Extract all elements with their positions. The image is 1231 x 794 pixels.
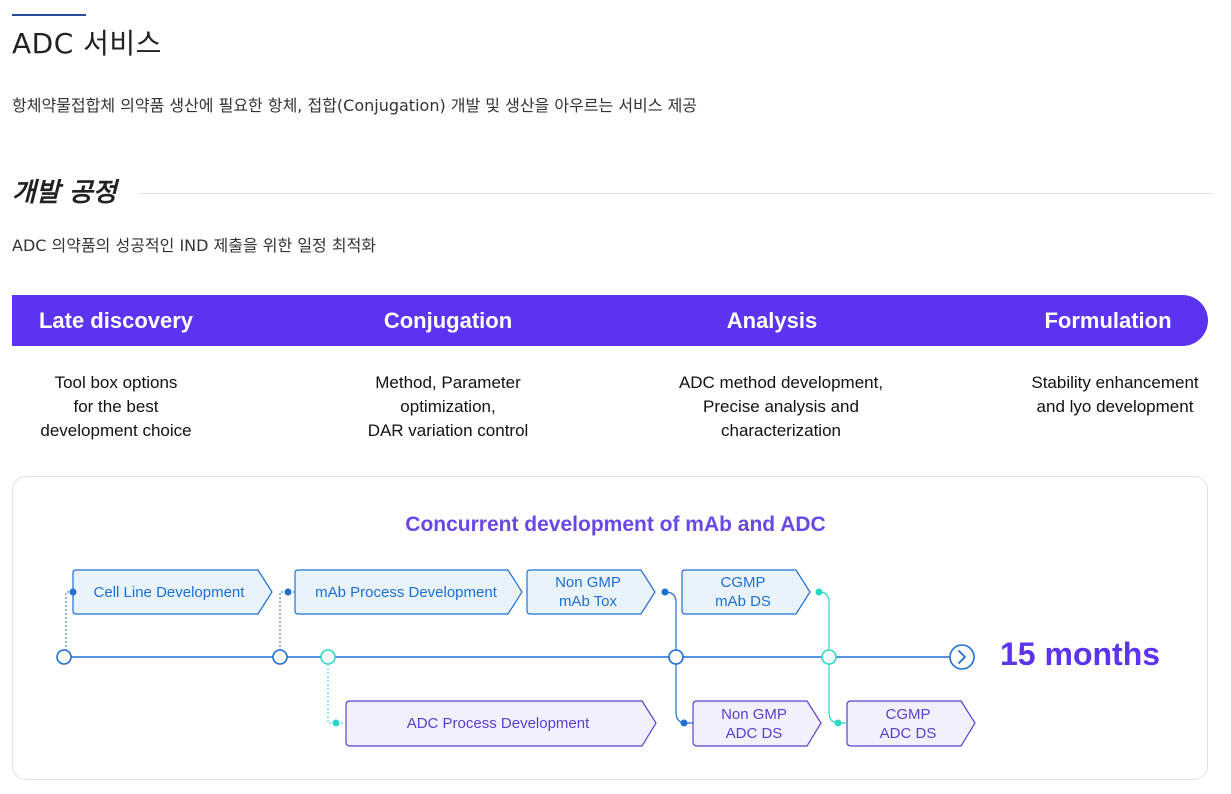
connector-dot — [69, 588, 77, 596]
timeline-node — [668, 649, 684, 665]
mab-step-shape — [681, 569, 811, 615]
connector-cell-line — [65, 591, 73, 650]
phase-label-conjugation: Conjugation — [383, 308, 513, 333]
section-title: 개발 공정 — [12, 178, 117, 208]
phase-label-late-discovery: Late discovery — [38, 308, 194, 333]
page-title: ADC 서비스 — [12, 27, 162, 60]
mab-step-process: mAb Process Development — [315, 583, 497, 601]
phase-label-analysis: Analysis — [726, 308, 818, 333]
timeline-node — [320, 649, 336, 665]
timeline-node — [272, 649, 288, 665]
section-description: ADC 의약품의 성공적인 IND 제출을 위한 일정 최적화 — [12, 236, 377, 255]
mab-step-shape — [526, 569, 656, 615]
timeline-title: Concurrent development of mAb and ADC — [405, 513, 826, 536]
connector-dot — [332, 719, 340, 727]
connector-dot — [815, 588, 823, 596]
mab-step-shape — [72, 569, 273, 615]
phase-label-formulation: Formulation — [1044, 308, 1172, 333]
adc-step-shape — [345, 700, 657, 747]
connector-adc-process — [327, 664, 346, 724]
adc-step-shape — [692, 700, 822, 747]
phase-description-conjugation: Method, Parameter optimization, DAR vari… — [367, 373, 529, 440]
connector-dot — [834, 719, 842, 727]
adc-step-cgmp-ds: CGMP ADC DS — [879, 705, 937, 742]
adc-step-non-gmp-ds: Non GMP ADC DS — [721, 705, 787, 742]
mab-step-shape — [294, 569, 523, 615]
title-accent-line — [12, 14, 86, 16]
adc-step-shape — [846, 700, 976, 747]
section-divider — [140, 193, 1212, 194]
page-description: 항체약물접합체 의약품 생산에 필요한 항체, 접합(Conjugation) … — [12, 96, 698, 115]
phase-description-analysis: ADC method development, Precise analysis… — [678, 373, 884, 440]
adc-step-process: ADC Process Development — [406, 715, 590, 732]
connector-dot — [284, 588, 292, 596]
connector-mab-process — [279, 591, 295, 650]
phase-description-formulation: Stability enhancement and lyo developmen… — [1031, 373, 1199, 416]
connector-dot — [661, 588, 669, 596]
chevron-right-icon — [949, 644, 975, 670]
timeline-node — [56, 649, 72, 665]
phase-bar: Late discovery Conjugation Analysis Form… — [12, 295, 1208, 346]
timeline-node — [821, 649, 837, 665]
mab-step-non-gmp-tox: Non GMP mAb Tox — [555, 574, 621, 610]
connector-dot — [680, 719, 688, 727]
mab-step-cell-line: Cell Line Development — [93, 583, 245, 601]
phase-description-late-discovery: Tool box options for the best developmen… — [40, 373, 192, 440]
duration-label: 15 months — [1000, 636, 1161, 672]
mab-step-cgmp-ds: CGMP mAb DS — [715, 574, 771, 610]
